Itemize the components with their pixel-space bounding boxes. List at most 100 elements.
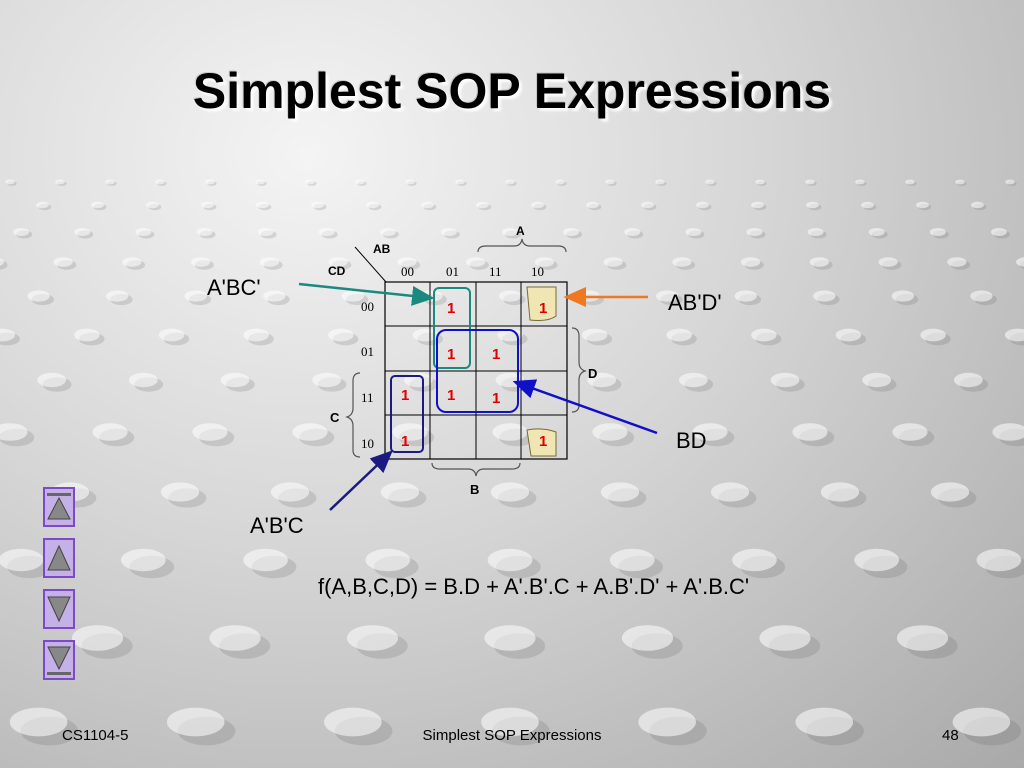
background-dot: [971, 201, 984, 209]
background-dot: [759, 625, 811, 651]
background-dot: [587, 372, 617, 388]
background-dot: [380, 482, 420, 502]
background-dot: [1016, 257, 1024, 267]
background-dot: [807, 228, 824, 236]
cell-value: 1: [539, 300, 547, 317]
background-dot: [74, 228, 91, 236]
background-dot: [805, 179, 815, 185]
background-dot: [397, 257, 417, 267]
background-dot: [205, 179, 215, 185]
background-dot: [868, 228, 885, 236]
background-dot: [498, 290, 522, 302]
background-dot: [770, 372, 800, 388]
background-dot: [685, 228, 702, 236]
background-dot: [120, 548, 166, 572]
brace-label-d: D: [588, 366, 597, 381]
first-slide-button[interactable]: [43, 487, 75, 527]
col-header: 11: [489, 264, 502, 279]
background-dot: [192, 423, 228, 441]
background-dot: [813, 290, 836, 302]
background-dot: [905, 179, 915, 185]
corner-cell-highlight: [526, 286, 557, 321]
background-dot: [71, 625, 124, 651]
background-dot: [412, 328, 439, 342]
background-dot: [91, 201, 104, 209]
brace-d: [571, 327, 587, 413]
background-dot: [555, 179, 565, 185]
background-dot: [196, 228, 213, 236]
background-dot: [37, 372, 67, 388]
background-dot: [624, 228, 641, 236]
background-dot: [502, 228, 518, 236]
last-slide-button[interactable]: [43, 640, 75, 680]
background-dot: [128, 372, 158, 388]
next-slide-button[interactable]: [43, 589, 75, 629]
background-dot: [455, 179, 465, 185]
brace-c: [345, 372, 361, 458]
label-bd: BD: [676, 428, 707, 453]
cell-value: 1: [447, 387, 455, 404]
brace-label-b: B: [470, 482, 479, 497]
background-dot: [795, 707, 854, 737]
background-dot: [696, 201, 709, 209]
background-dot: [861, 201, 874, 209]
label-a-prime-b-prime-c: A'B'C: [250, 513, 304, 538]
background-dot: [970, 290, 993, 302]
background-dot: [641, 201, 654, 209]
background-dot: [751, 201, 764, 209]
previous-slide-button[interactable]: [43, 538, 75, 578]
brace-a: [477, 238, 567, 253]
background-dot: [292, 423, 328, 441]
background-dot: [655, 179, 665, 185]
last-slide-icon: [47, 646, 71, 675]
background-dot: [992, 423, 1024, 441]
background-dot: [0, 423, 28, 441]
background-dot: [755, 179, 765, 185]
background-dot: [497, 328, 523, 342]
background-dot: [341, 290, 365, 302]
background-dot: [603, 257, 623, 267]
background-dot: [792, 423, 828, 441]
background-dot: [36, 201, 49, 209]
background-dot: [346, 625, 399, 651]
background-dot: [5, 179, 15, 185]
background-dot: [318, 228, 335, 236]
background-dot: [0, 258, 4, 266]
background-dot: [13, 228, 30, 236]
background-dot: [605, 179, 615, 185]
cell-value: 1: [401, 387, 409, 404]
background-dot: [201, 201, 214, 209]
background-dot: [820, 482, 860, 502]
col-header: 00: [401, 264, 414, 279]
background-dot: [732, 548, 777, 572]
background-dot: [678, 372, 708, 388]
background-dot: [487, 548, 533, 572]
corner-cell-highlight: [526, 428, 557, 457]
background-dot: [466, 257, 486, 267]
background-dot: [947, 257, 967, 267]
background-dot: [0, 328, 16, 342]
background-dot: [243, 548, 288, 572]
background-dot: [257, 228, 274, 236]
background-dot: [55, 179, 65, 185]
arrow-abc-prime: [298, 282, 435, 306]
footer-course: CS1104-5: [62, 727, 129, 744]
background-dot: [270, 482, 310, 502]
background-dot: [366, 201, 379, 209]
background-dot: [476, 201, 489, 209]
background-dot: [440, 228, 457, 236]
background-dot: [672, 257, 692, 267]
label-ab-prime-d-prime: AB'D': [668, 290, 722, 315]
footer-page-number: 48: [942, 727, 959, 744]
background-dot: [638, 707, 696, 737]
cell-value: 1: [492, 390, 500, 407]
group-bd: [436, 329, 519, 413]
background-dot: [490, 482, 530, 502]
background-dot: [74, 328, 100, 342]
background-dot: [1005, 179, 1015, 185]
background-dot: [53, 257, 73, 267]
arrow-a-prime-b-prime-c: [329, 450, 393, 511]
background-dot: [191, 257, 211, 267]
